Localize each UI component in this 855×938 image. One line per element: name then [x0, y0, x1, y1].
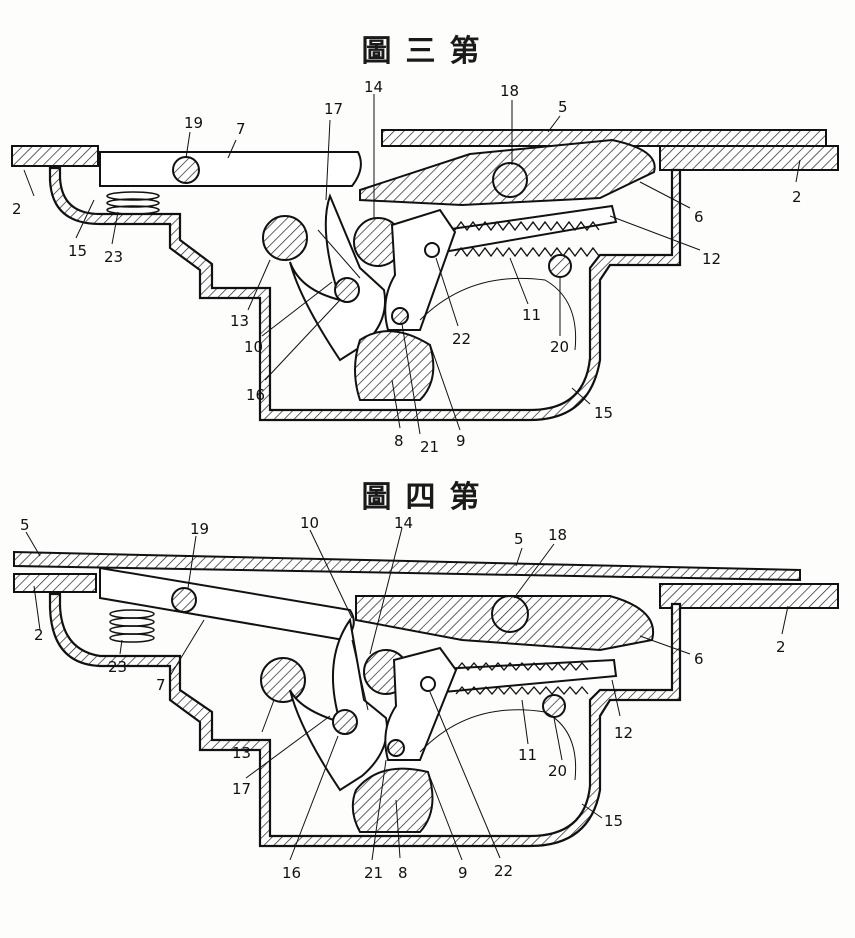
fig3-pin-22 [424, 242, 440, 258]
fig3-label: 15 [68, 242, 87, 260]
fig4-label: 16 [282, 864, 301, 882]
fig4-part-numbers: 5 2 19 23 7 10 14 13 17 16 21 8 9 22 18 … [20, 514, 786, 882]
fig4-pin-20 [542, 694, 566, 718]
fig3-stock-right [659, 145, 839, 171]
fig3-label: 14 [364, 78, 383, 96]
fig3-label: 13 [230, 312, 249, 330]
fig4-pin-19 [171, 587, 197, 613]
figure-3-title: 圖三第 [361, 34, 494, 69]
fig4-hammer-10 [289, 617, 388, 792]
fig4-label: 10 [300, 514, 319, 532]
fig4-label: 22 [494, 862, 513, 880]
fig4-label: 14 [394, 514, 413, 532]
fig3-label: 7 [236, 120, 246, 138]
fig3-label: 16 [246, 386, 265, 404]
fig3-stock-left [11, 145, 99, 167]
fig4-label: 5 [20, 516, 30, 534]
fig3-label: 20 [550, 338, 569, 356]
fig4-label: 20 [548, 762, 567, 780]
fig3-label: 12 [702, 250, 721, 268]
fig4-label: 19 [190, 520, 209, 538]
fig3-label: 15 [594, 404, 613, 422]
fig4-spring-11 [455, 662, 589, 695]
figure-4-title: 圖四第 [361, 480, 494, 515]
fig4-label: 13 [232, 744, 251, 762]
fig3-pivot-16 [334, 277, 360, 303]
fig3-pin-20 [548, 254, 572, 278]
fig4-label: 5 [514, 530, 524, 548]
fig3-trigger-curve [419, 277, 577, 351]
fig4-sear-bar-7 [99, 566, 355, 642]
fig4-label: 7 [156, 676, 166, 694]
fig3-label: 5 [558, 98, 568, 116]
fig4-label: 21 [364, 864, 383, 882]
fig3-label: 2 [12, 200, 22, 218]
fig3-label: 22 [452, 330, 471, 348]
fig3-pin-19 [172, 156, 200, 184]
fig4-label: 2 [34, 626, 44, 644]
fig4-label: 11 [518, 746, 537, 764]
fig3-pin-13 [262, 215, 308, 261]
fig3-spring-wire-17 [317, 229, 361, 279]
fig4-label: 23 [108, 658, 127, 676]
fig4-pin-18 [491, 595, 529, 633]
figure-4-drawing: 5 2 19 23 7 10 14 13 17 16 21 8 9 22 18 … [13, 514, 839, 882]
fig4-spring-23 [109, 609, 155, 643]
fig3-label: 2 [792, 188, 802, 206]
fig4-pin-21 [387, 739, 405, 757]
fig3-link-9 [384, 208, 457, 331]
fig4-trigger-curve [419, 709, 577, 781]
fig4-label: 12 [614, 724, 633, 742]
fig3-leader-lines [23, 94, 801, 435]
fig4-stock-left [13, 573, 97, 593]
fig3-guide-rod-12 [428, 204, 618, 256]
fig3-spring-23 [106, 191, 160, 215]
fig4-guard-housing [48, 592, 682, 848]
fig3-label: 21 [420, 438, 439, 456]
fig4-trigger-8 [351, 767, 434, 833]
fig3-label: 17 [324, 100, 343, 118]
fig4-label: 2 [776, 638, 786, 656]
fig3-label: 11 [522, 306, 541, 324]
fig4-stock-right [659, 583, 839, 609]
fig3-label: 19 [184, 114, 203, 132]
fig3-label: 8 [394, 432, 404, 450]
fig3-part-numbers: 2 15 23 19 7 17 14 13 10 16 18 5 6 2 12 … [12, 78, 802, 456]
fig3-spring-11 [454, 220, 600, 258]
fig4-top-plate [13, 550, 801, 582]
fig4-pivot-16 [332, 709, 358, 735]
fig3-pin-18 [492, 162, 528, 198]
fig4-pin-13 [260, 657, 306, 703]
fig3-label: 10 [244, 338, 263, 356]
fig4-label: 15 [604, 812, 623, 830]
fig4-pin-22 [420, 676, 436, 692]
fig3-hammer-10 [289, 193, 386, 362]
fig4-leader-lines [25, 527, 789, 861]
fig3-label: 6 [694, 208, 704, 226]
fig4-label: 17 [232, 780, 251, 798]
fig4-label: 6 [694, 650, 704, 668]
fig3-trigger-8 [354, 330, 435, 401]
fig4-label: 18 [548, 526, 567, 544]
fig4-label: 9 [458, 864, 468, 882]
fig3-label: 9 [456, 432, 466, 450]
fig4-spring-wire-17 [351, 639, 369, 711]
fig3-pin-21 [391, 307, 409, 325]
fig4-link-9 [384, 646, 458, 761]
fig3-label: 18 [500, 82, 519, 100]
fig3-sear-bar-7 [99, 151, 362, 187]
fig3-label: 23 [104, 248, 123, 266]
fig4-label: 8 [398, 864, 408, 882]
figure-3-drawing: 2 15 23 19 7 17 14 13 10 16 18 5 6 2 12 … [11, 78, 839, 456]
